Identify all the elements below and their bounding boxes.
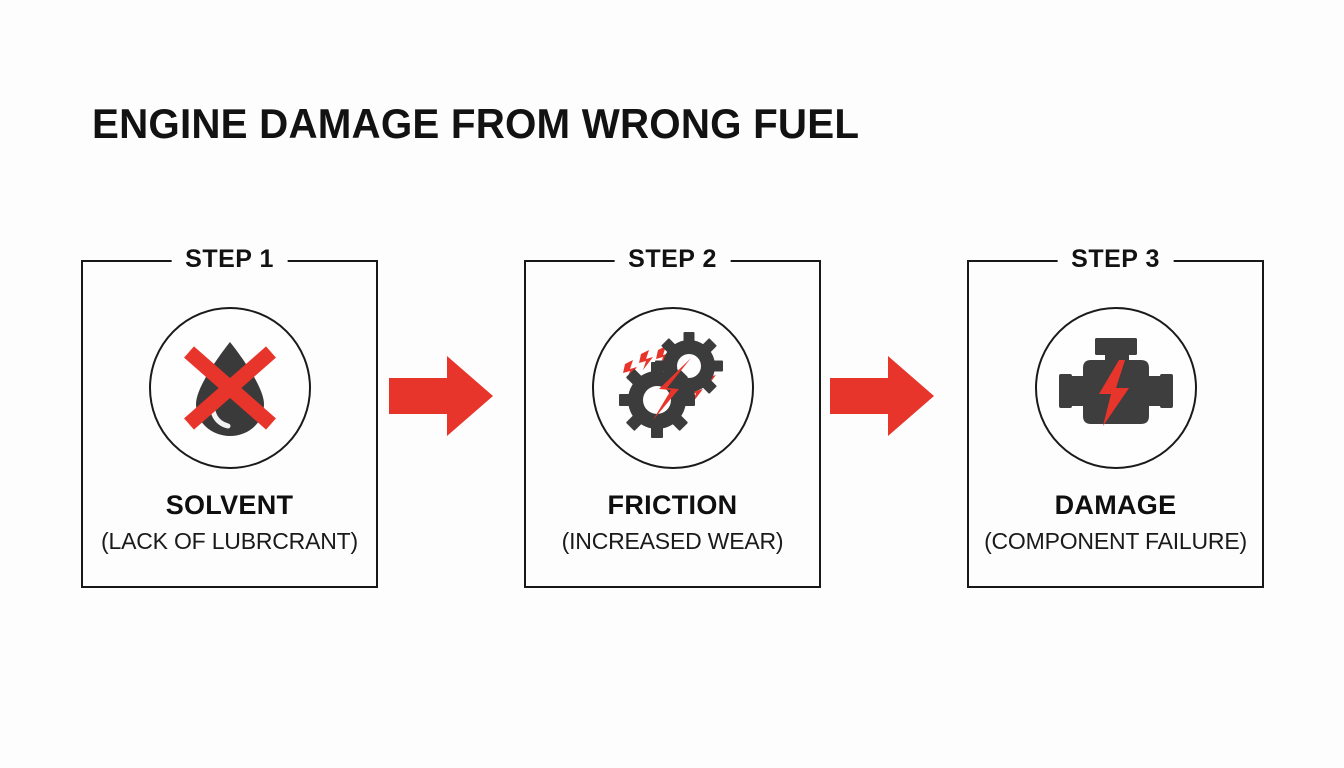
step-2-icon-circle	[591, 307, 754, 469]
step-2-label: STEP 2	[614, 244, 731, 274]
step-3-icon-circle	[1034, 307, 1197, 469]
step-1-subtitle: (LACK OF LUBRCRANT)	[101, 528, 358, 554]
step-2-title: FRICTION	[607, 490, 738, 520]
step-1-title: SOLVENT	[165, 490, 294, 520]
step-panel-2: STEP 2	[524, 244, 821, 588]
step-2-subtitle: (INCREASED WEAR)	[561, 528, 784, 554]
step-3-title: DAMAGE	[1054, 490, 1177, 520]
step-panel-1: STEP 1 SOLVENT (LACK OF LUBRCRANT)	[81, 244, 378, 588]
step-1-icon-circle	[148, 307, 311, 469]
gears-friction-icon	[609, 324, 737, 452]
engine-damage-icon	[1053, 332, 1179, 444]
step-1-label: STEP 1	[171, 244, 288, 274]
no-oil-droplet-icon	[170, 328, 290, 448]
step-3-label: STEP 3	[1057, 244, 1174, 274]
page-title: ENGINE DAMAGE FROM WRONG FUEL	[92, 100, 860, 147]
arrow-step1-to-step2	[389, 352, 493, 440]
step-panel-3: STEP 3	[967, 244, 1264, 588]
step-3-subtitle: (COMPONENT FAILURE)	[984, 528, 1247, 554]
arrow-step2-to-step3	[830, 352, 934, 440]
